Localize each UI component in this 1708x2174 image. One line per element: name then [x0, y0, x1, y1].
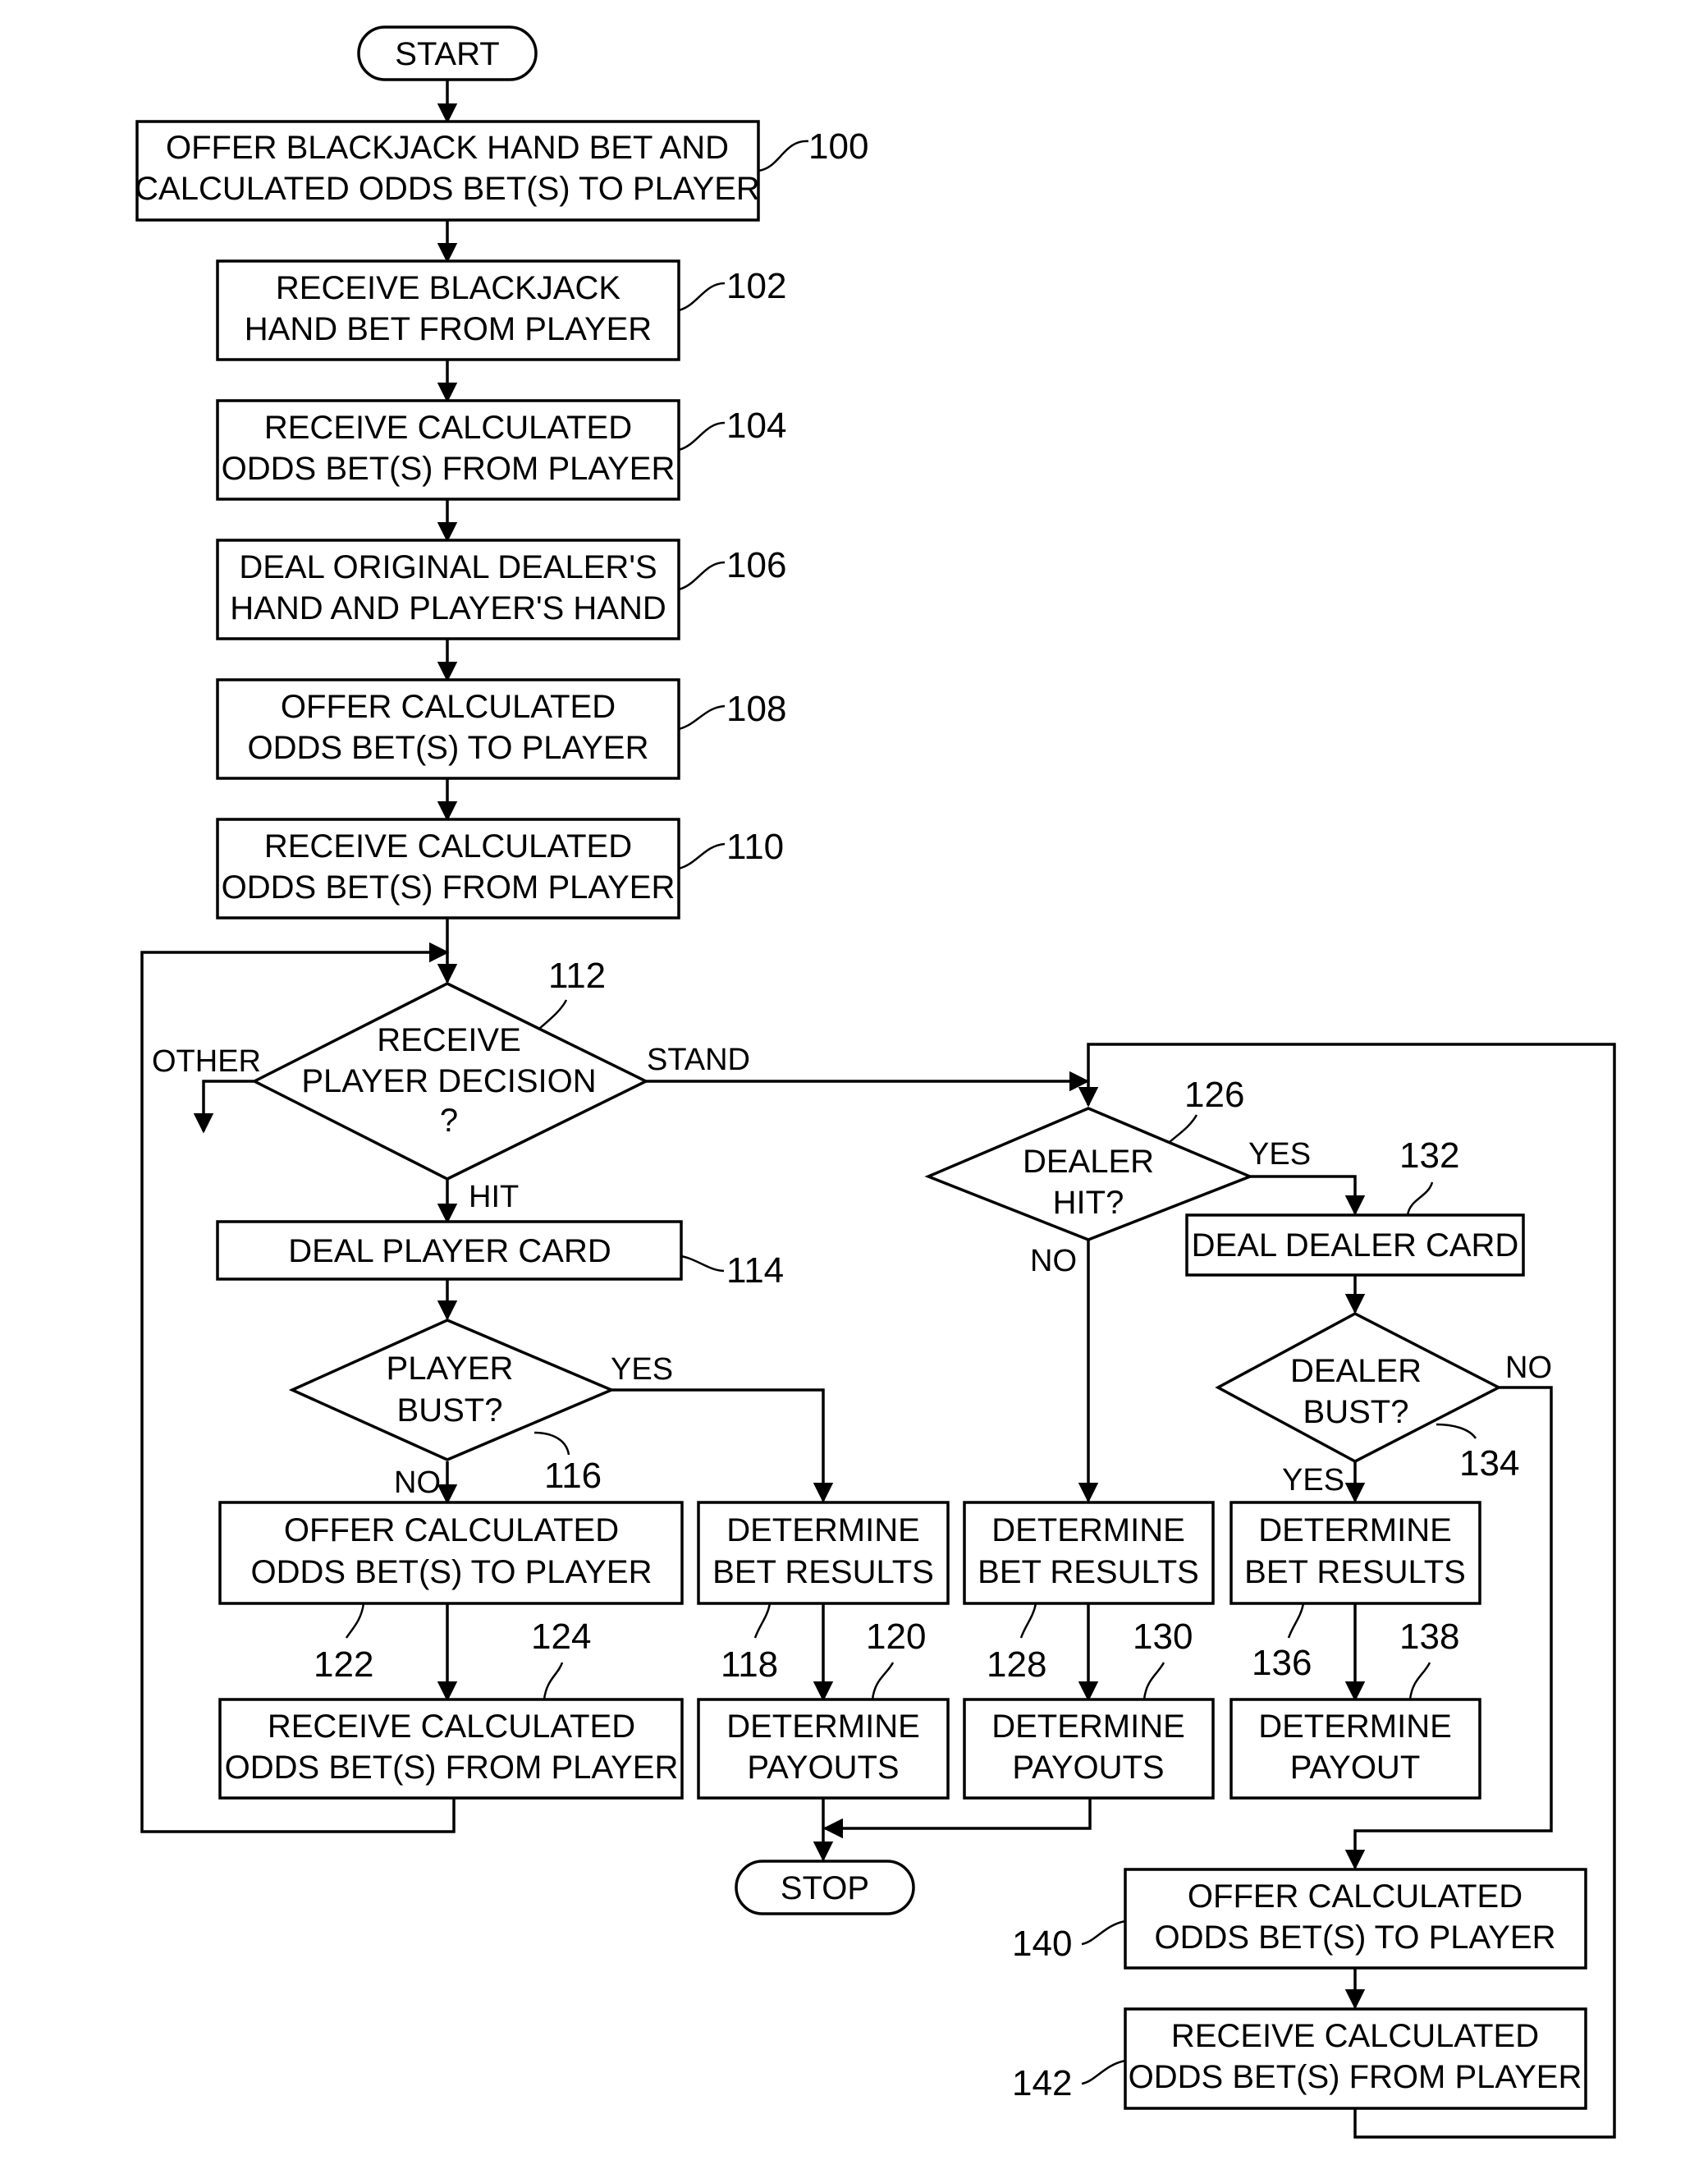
step-136-ref: 136 — [1252, 1643, 1312, 1683]
decision-116-line1: PLAYER — [387, 1351, 514, 1387]
step-102: RECEIVE BLACKJACK HAND BET FROM PLAYER 1… — [218, 261, 786, 360]
step-108-line1: OFFER CALCULATED — [281, 689, 616, 725]
step-128-line1: DETERMINE — [991, 1512, 1185, 1548]
branch-label-no-126: NO — [1030, 1244, 1077, 1278]
step-102-line1: RECEIVE BLACKJACK — [276, 270, 620, 306]
step-122: OFFER CALCULATED ODDS BET(S) TO PLAYER 1… — [220, 1502, 682, 1685]
step-138-ref: 138 — [1399, 1617, 1459, 1657]
step-122-line2: ODDS BET(S) TO PLAYER — [250, 1554, 652, 1590]
step-124-ref: 124 — [531, 1617, 591, 1657]
decision-116: PLAYER BUST? 116 — [292, 1320, 611, 1496]
decision-126-line1: DEALER — [1023, 1144, 1154, 1180]
step-104-line2: ODDS BET(S) FROM PLAYER — [222, 451, 675, 487]
step-108-line2: ODDS BET(S) TO PLAYER — [247, 730, 648, 766]
decision-116-ref: 116 — [544, 1456, 602, 1496]
step-142-line1: RECEIVE CALCULATED — [1171, 2018, 1539, 2054]
step-132-ref: 132 — [1399, 1135, 1459, 1176]
step-110: RECEIVE CALCULATED ODDS BET(S) FROM PLAY… — [218, 819, 784, 918]
step-106-ref: 106 — [726, 545, 786, 585]
step-110-line2: ODDS BET(S) FROM PLAYER — [222, 869, 675, 906]
step-124-line2: ODDS BET(S) FROM PLAYER — [225, 1750, 679, 1786]
decision-134: DEALER BUST? 134 — [1218, 1314, 1519, 1484]
decision-116-line2: BUST? — [397, 1392, 503, 1429]
decision-134-ref: 134 — [1459, 1443, 1519, 1484]
step-102-line2: HAND BET FROM PLAYER — [245, 311, 652, 347]
step-130-ref: 130 — [1133, 1617, 1193, 1657]
step-122-line1: OFFER CALCULATED — [284, 1512, 619, 1548]
step-140-ref: 140 — [1012, 1924, 1072, 1964]
branch-label-no-116: NO — [394, 1465, 441, 1500]
step-124: RECEIVE CALCULATED ODDS BET(S) FROM PLAY… — [220, 1617, 682, 1798]
step-110-line1: RECEIVE CALCULATED — [264, 828, 632, 865]
step-120-line1: DETERMINE — [726, 1708, 920, 1745]
branch-label-other: OTHER — [152, 1044, 261, 1079]
decision-112: RECEIVE PLAYER DECISION ? 112 — [254, 956, 646, 1179]
step-136-line2: BET RESULTS — [1244, 1554, 1466, 1590]
step-132-line1: DEAL DEALER CARD — [1192, 1227, 1519, 1264]
step-120-ref: 120 — [866, 1617, 926, 1657]
step-106-line1: DEAL ORIGINAL DEALER'S — [239, 549, 657, 585]
step-118-line1: DETERMINE — [726, 1512, 920, 1548]
step-106: DEAL ORIGINAL DEALER'S HAND AND PLAYER'S… — [218, 540, 786, 639]
step-130-line1: DETERMINE — [991, 1708, 1185, 1745]
step-138-line2: PAYOUT — [1290, 1750, 1421, 1786]
step-130-line2: PAYOUTS — [1012, 1750, 1164, 1786]
step-104-line1: RECEIVE CALCULATED — [264, 410, 632, 446]
step-140: OFFER CALCULATED ODDS BET(S) TO PLAYER 1… — [1012, 1869, 1586, 1968]
step-138-line1: DETERMINE — [1258, 1708, 1452, 1745]
step-120-line2: PAYOUTS — [747, 1750, 899, 1786]
branch-label-hit: HIT — [469, 1180, 519, 1214]
step-106-line2: HAND AND PLAYER'S HAND — [230, 590, 666, 626]
step-100-line2: CALCULATED ODDS BET(S) TO PLAYER — [135, 171, 760, 207]
start-terminal: START — [359, 27, 536, 80]
step-140-line2: ODDS BET(S) TO PLAYER — [1154, 1919, 1555, 1956]
branch-label-yes-126: YES — [1248, 1137, 1311, 1172]
start-label: START — [395, 36, 499, 72]
step-104-ref: 104 — [726, 406, 786, 446]
step-142-ref: 142 — [1012, 2063, 1072, 2103]
decision-112-line3: ? — [440, 1103, 458, 1139]
stop-label: STOP — [781, 1870, 869, 1906]
step-142-line2: ODDS BET(S) FROM PLAYER — [1129, 2059, 1582, 2095]
step-100-line1: OFFER BLACKJACK HAND BET AND — [166, 130, 729, 166]
decision-126-line2: HIT? — [1053, 1185, 1124, 1221]
step-124-line1: RECEIVE CALCULATED — [268, 1708, 635, 1745]
decision-126-ref: 126 — [1184, 1075, 1244, 1115]
step-114-ref: 114 — [726, 1250, 784, 1291]
decision-112-ref: 112 — [548, 956, 606, 996]
step-118-line2: BET RESULTS — [712, 1554, 934, 1590]
step-108-ref: 108 — [726, 689, 786, 729]
step-142: RECEIVE CALCULATED ODDS BET(S) FROM PLAY… — [1012, 2009, 1586, 2108]
decision-112-line2: PLAYER DECISION — [301, 1063, 596, 1099]
branch-label-yes-134: YES — [1282, 1463, 1344, 1497]
branch-label-yes-116: YES — [611, 1352, 673, 1387]
step-104: RECEIVE CALCULATED ODDS BET(S) FROM PLAY… — [218, 401, 786, 499]
step-136-line1: DETERMINE — [1258, 1512, 1452, 1548]
decision-112-line1: RECEIVE — [377, 1022, 521, 1058]
step-110-ref: 110 — [726, 827, 784, 867]
branch-label-no-134: NO — [1505, 1351, 1552, 1385]
decision-134-line2: BUST? — [1303, 1394, 1409, 1430]
step-100-ref: 100 — [808, 126, 868, 167]
branch-label-stand: STAND — [647, 1043, 750, 1077]
step-102-ref: 102 — [726, 266, 786, 306]
step-122-ref: 122 — [314, 1644, 373, 1685]
step-114-line1: DEAL PLAYER CARD — [288, 1233, 611, 1269]
step-118-ref: 118 — [721, 1644, 778, 1685]
step-108: OFFER CALCULATED ODDS BET(S) TO PLAYER 1… — [218, 680, 786, 778]
decision-134-line1: DEALER — [1290, 1353, 1422, 1389]
step-100: OFFER BLACKJACK HAND BET AND CALCULATED … — [135, 122, 868, 220]
stop-terminal: STOP — [736, 1861, 914, 1914]
step-114: DEAL PLAYER CARD 114 — [218, 1222, 784, 1291]
step-128-line2: BET RESULTS — [978, 1554, 1199, 1590]
step-140-line1: OFFER CALCULATED — [1188, 1878, 1523, 1915]
step-128-ref: 128 — [987, 1644, 1046, 1685]
